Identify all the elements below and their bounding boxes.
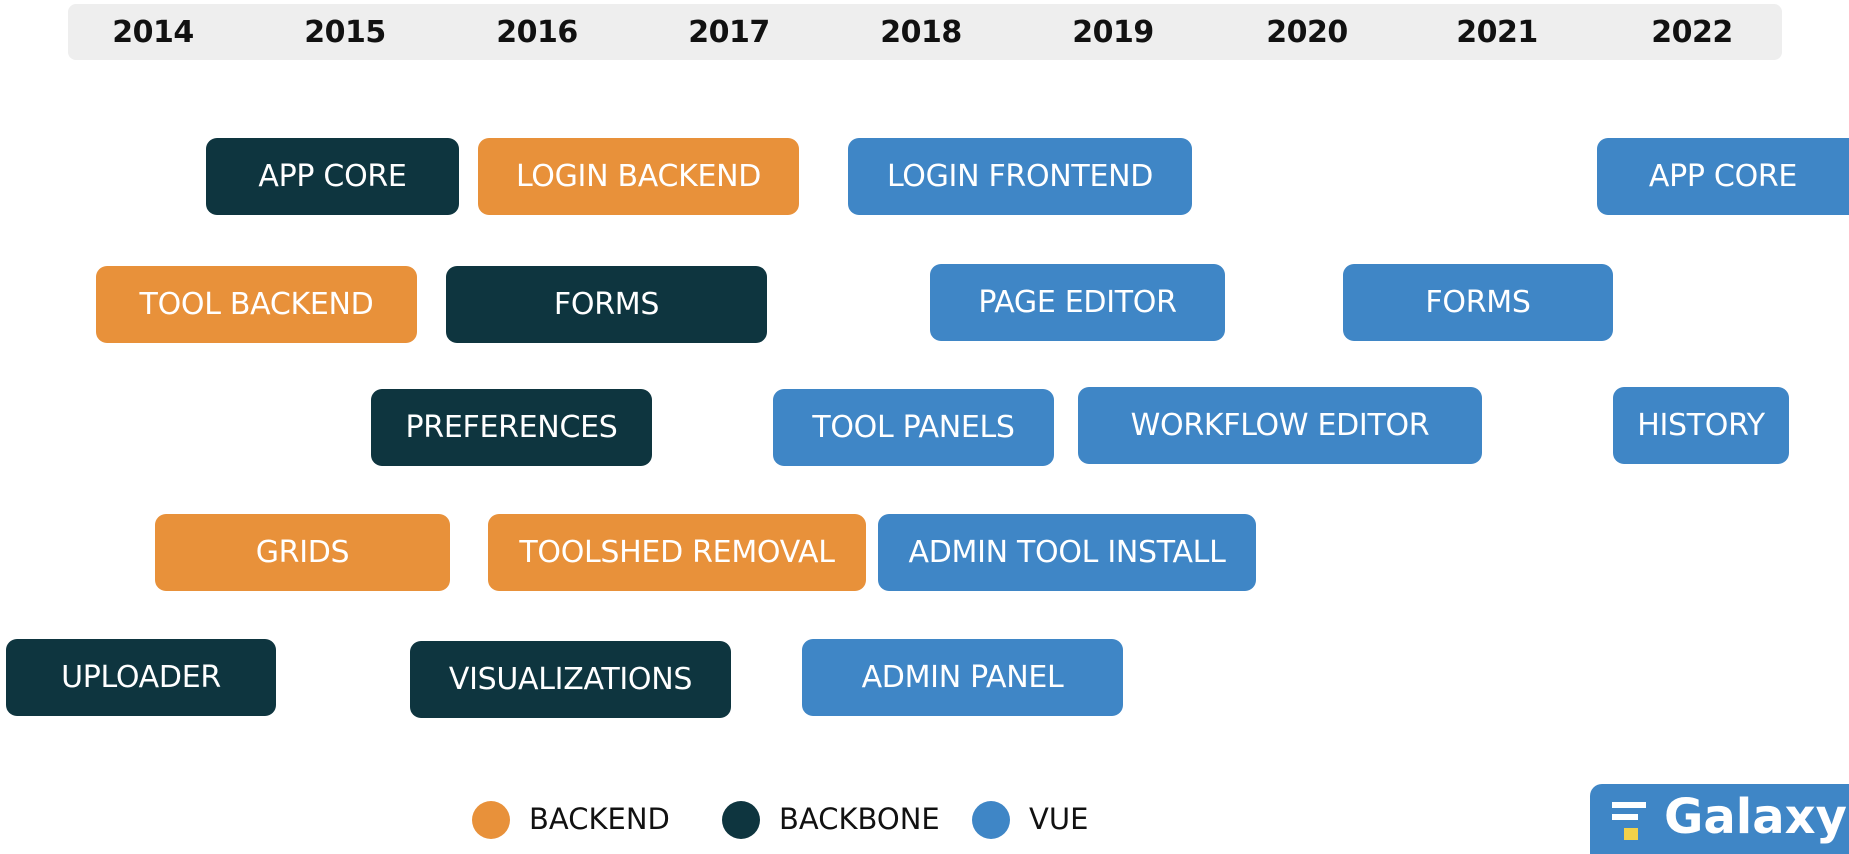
block-grids: GRIDS — [155, 514, 450, 591]
block-preferences: PREFERENCES — [371, 389, 652, 466]
year-label-2021: 2021 — [1456, 15, 1538, 50]
galaxy-logo: Galaxy — [1590, 784, 1849, 854]
legend-backbone-label: BACKBONE — [779, 802, 940, 836]
block-visualizations: VISUALIZATIONS — [410, 641, 731, 718]
block-history: HISTORY — [1613, 387, 1789, 464]
legend-backbone-dot — [722, 801, 760, 839]
block-workflow-editor: WORKFLOW EDITOR — [1078, 387, 1482, 464]
legend-vue-label: VUE — [1029, 802, 1089, 836]
block-tool-panels: TOOL PANELS — [773, 389, 1054, 466]
block-login-backend: LOGIN BACKEND — [478, 138, 799, 215]
block-page-editor: PAGE EDITOR — [930, 264, 1225, 341]
year-label-2016: 2016 — [496, 15, 578, 50]
block-forms-backbone: FORMS — [446, 266, 767, 343]
block-app-core-vue: APP CORE — [1597, 138, 1849, 215]
year-label-2014: 2014 — [112, 15, 194, 50]
year-label-2017: 2017 — [688, 15, 770, 50]
year-header-bar — [68, 4, 1782, 60]
legend-backend-label: BACKEND — [529, 802, 670, 836]
year-label-2018: 2018 — [880, 15, 962, 50]
year-label-2015: 2015 — [304, 15, 386, 50]
block-login-frontend: LOGIN FRONTEND — [848, 138, 1192, 215]
year-label-2022: 2022 — [1651, 15, 1733, 50]
block-forms-vue: FORMS — [1343, 264, 1613, 341]
legend-vue-dot — [972, 801, 1010, 839]
block-admin-panel: ADMIN PANEL — [802, 639, 1123, 716]
block-admin-tool-install: ADMIN TOOL INSTALL — [878, 514, 1256, 591]
legend-backend-dot — [472, 801, 510, 839]
block-uploader: UPLOADER — [6, 639, 276, 716]
year-label-2020: 2020 — [1266, 15, 1348, 50]
galaxy-logo-text: Galaxy — [1664, 789, 1847, 845]
block-app-core-backbone: APP CORE — [206, 138, 459, 215]
block-tool-backend: TOOL BACKEND — [96, 266, 417, 343]
galaxy-logo-icon — [1612, 802, 1646, 840]
block-toolshed-removal: TOOLSHED REMOVAL — [488, 514, 866, 591]
year-label-2019: 2019 — [1072, 15, 1154, 50]
